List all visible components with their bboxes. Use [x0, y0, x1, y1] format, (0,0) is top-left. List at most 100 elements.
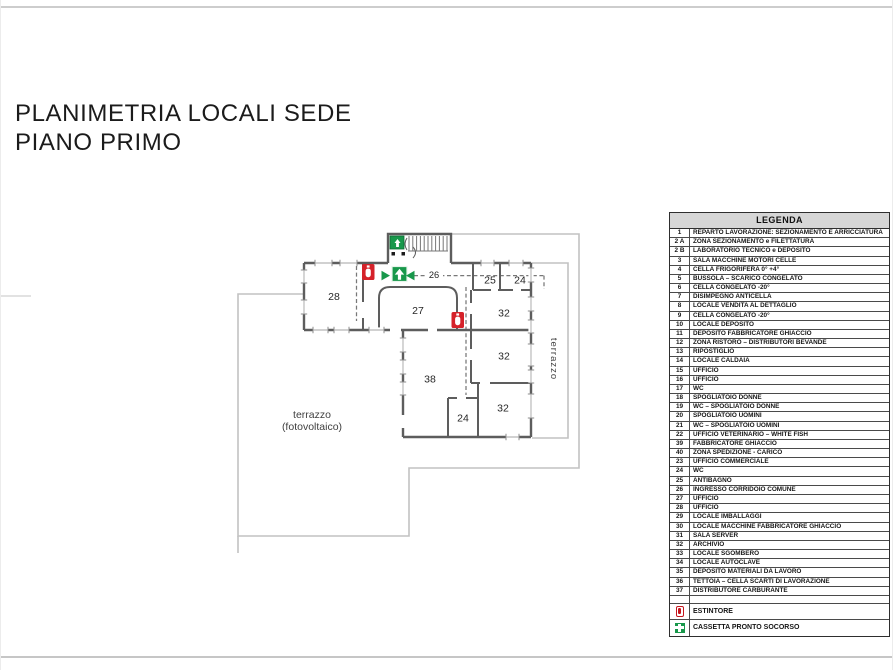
- room-label-25: 25: [484, 275, 496, 287]
- legend-row-number: 20: [670, 412, 690, 421]
- legend-row-number: 25: [670, 476, 690, 485]
- legend-row-number: 28: [670, 504, 690, 513]
- legend-row-number: 2 B: [670, 247, 690, 256]
- legend-row-number: 2 A: [670, 238, 690, 247]
- legend-row-number: 35: [670, 568, 690, 577]
- extinguisher-icon: [675, 605, 684, 617]
- legend-row-number: 18: [670, 394, 690, 403]
- legend-row-label: DEPOSITO MATERIALI DA LAVORO: [693, 568, 802, 576]
- legend-row-label: UFFICIO VETERINARIO – WHITE FISH: [693, 430, 809, 438]
- legend-row-number: 11: [670, 329, 690, 339]
- room-label-32-a: 32: [498, 308, 510, 320]
- legend-row-label: REPARTO LAVORAZIONE: SEZIONAMENTO E ARRI…: [693, 229, 883, 236]
- room-label-32-b: 32: [498, 351, 510, 363]
- legend-row-number: 27: [670, 494, 690, 504]
- legend-row-label: ARCHIVIO: [693, 540, 725, 548]
- legend-row-number: 17: [670, 384, 690, 394]
- door-swing-arc: [404, 237, 408, 251]
- legend-row-label: CELLA CONGELATO -20°: [693, 311, 770, 319]
- legend-row-label: UFFICIO: [693, 494, 719, 502]
- legend-row-number: 19: [670, 403, 690, 412]
- legend-first-aid-label: CASSETTA PRONTO SOCORSO: [693, 624, 800, 632]
- legend-row-label: LOCALE VENDITA AL DETTAGLIO: [693, 302, 797, 310]
- legend-row-number: 4: [670, 265, 690, 274]
- legend-row-label: SALA SERVER: [693, 531, 739, 539]
- legend-row-label: LOCALE CALDAIA: [693, 357, 750, 365]
- legend-row-number: 3: [670, 256, 690, 265]
- legend-row-number: 13: [670, 348, 690, 357]
- window-axials: [303, 262, 532, 438]
- legend-row-label: UFFICIO: [693, 504, 719, 512]
- page-title-line2: PIANO PRIMO: [15, 129, 182, 156]
- legend-row-number: 16: [670, 375, 690, 384]
- legend-row-number: 1: [670, 229, 690, 238]
- legend-row-number: 31: [670, 531, 690, 540]
- legend-row-number: 32: [670, 540, 690, 549]
- legend-row-number: 37: [670, 586, 690, 595]
- legend-row-label: CELLA FRIGORIFERA 0° +4°: [693, 265, 780, 273]
- legend-row-label: LOCALE MACCHINE FABBRICATORE GHIACCIO: [693, 522, 842, 530]
- legend-row-number: 36: [670, 577, 690, 586]
- legend-row-label: BUSSOLA – SCARICO CONGELATO: [693, 274, 803, 282]
- legend-row-label: CELLA CONGELATO -20°: [693, 284, 770, 292]
- legend-row-label: ZONA RISTORO – DISTRIBUTORI BEVANDE: [693, 339, 827, 347]
- legend-row-label: FABBRICATORE GHIACCIO: [693, 439, 777, 447]
- legend-row-number: 39: [670, 439, 690, 449]
- exit-sign-icon: [391, 265, 408, 283]
- bottom-rule: [1, 656, 892, 658]
- page-title: PLANIMETRIA LOCALI SEDE PIANO PRIMO: [15, 99, 352, 157]
- extinguisher-icon: [362, 264, 375, 280]
- legend-row-number: 30: [670, 522, 690, 531]
- door-swing-arc: [412, 246, 416, 259]
- top-rule: [1, 6, 892, 8]
- legend-row-label: UFFICIO: [693, 375, 719, 383]
- legend-row-label: WC: [693, 384, 704, 392]
- staircase: [389, 235, 448, 259]
- legend-row-number: 24: [670, 467, 690, 476]
- label-backing: [425, 269, 443, 280]
- terrace-label-line2: (fotovoltaico): [282, 421, 342, 433]
- legend-row-number: 40: [670, 449, 690, 458]
- legend-row-number: 34: [670, 559, 690, 568]
- legend-row-number: 8: [670, 302, 690, 311]
- room-label-32-c: 32: [497, 403, 509, 415]
- legend-row-label: TETTOIA – CELLA SCARTI DI LAVORAZIONE: [693, 577, 830, 585]
- legend-row-number: 12: [670, 339, 690, 348]
- door-openings: [360, 287, 521, 428]
- legend-row-label: SPOGLIATOIO DONNE: [693, 394, 762, 402]
- legend-first-aid-row: CASSETTA PRONTO SOCORSO: [670, 619, 889, 636]
- legend-row-label: ZONA SEZIONAMENTO e FILETTATURA: [693, 238, 815, 246]
- legend-row-label: LOCALE AUTOCLAVE: [693, 559, 760, 567]
